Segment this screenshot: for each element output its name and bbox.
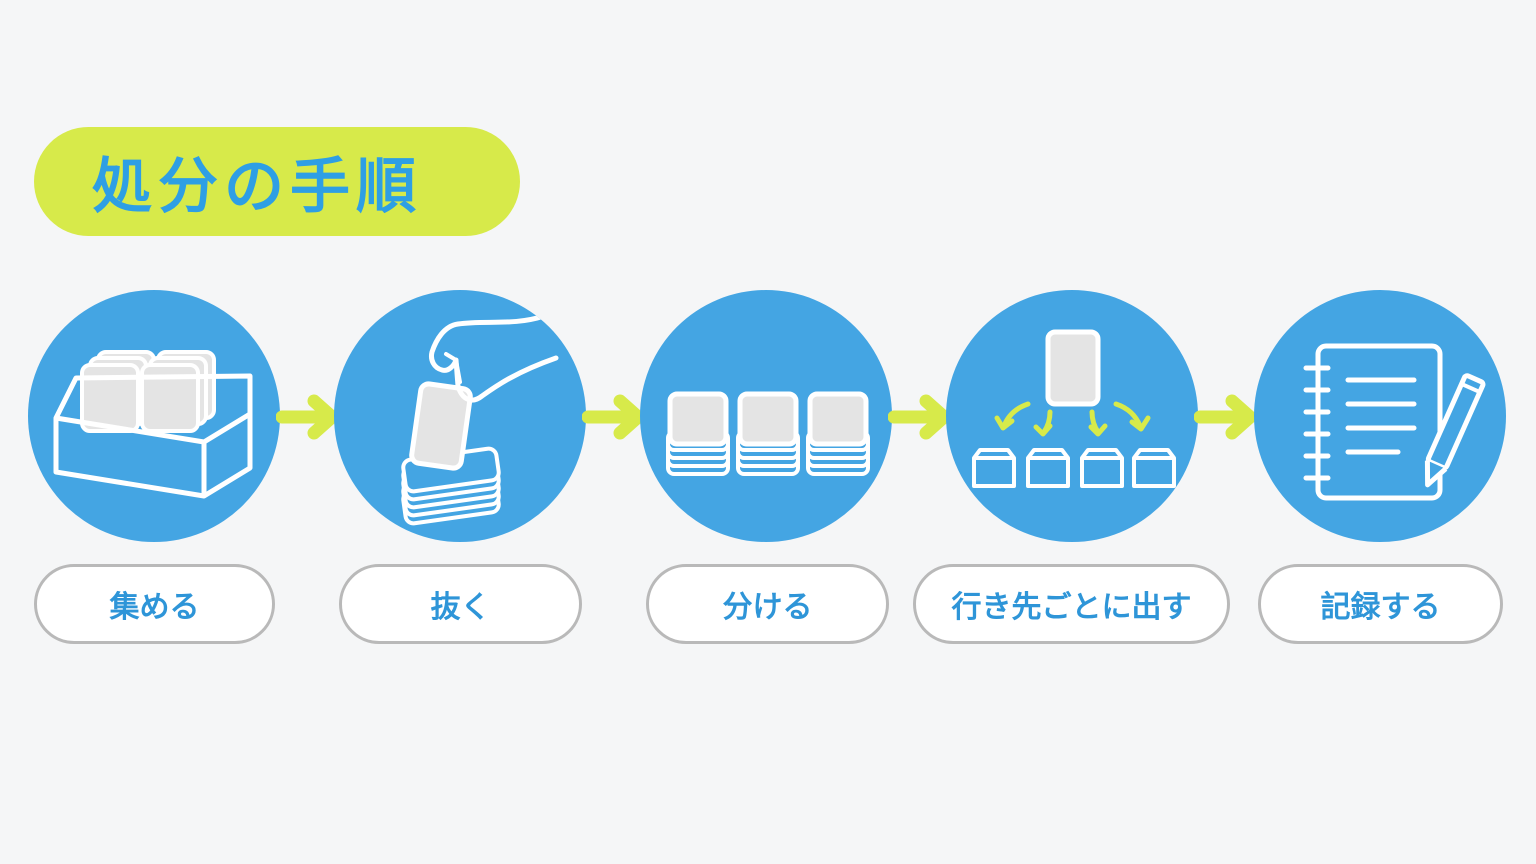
arrow-right-icon [582, 394, 645, 440]
step-5-circle [1254, 290, 1506, 542]
step-2-circle [334, 290, 586, 542]
step-4-label: 行き先ごとに出す [913, 564, 1230, 644]
arrow-right-icon [276, 394, 339, 440]
step-5-label: 記録する [1258, 564, 1503, 644]
title-banner: 処分の手順 [34, 127, 520, 236]
step-3-label: 分ける [646, 564, 889, 644]
step-3-circle [640, 290, 892, 542]
hand-pulling-card-icon [401, 313, 559, 526]
arrow-right-icon [1194, 394, 1257, 440]
step-4-circle [946, 290, 1198, 542]
page-title: 処分の手順 [92, 152, 422, 222]
step-1-circle [28, 290, 280, 542]
card-box-icon [53, 350, 253, 499]
arrow-right-icon [888, 394, 951, 440]
step-1-label: 集める [34, 564, 275, 644]
distribute-to-boxes-icon [972, 329, 1176, 488]
step-2-label: 抜く [339, 564, 582, 644]
notebook-pencil-icon [1303, 343, 1486, 501]
three-card-stacks-icon [666, 391, 870, 476]
